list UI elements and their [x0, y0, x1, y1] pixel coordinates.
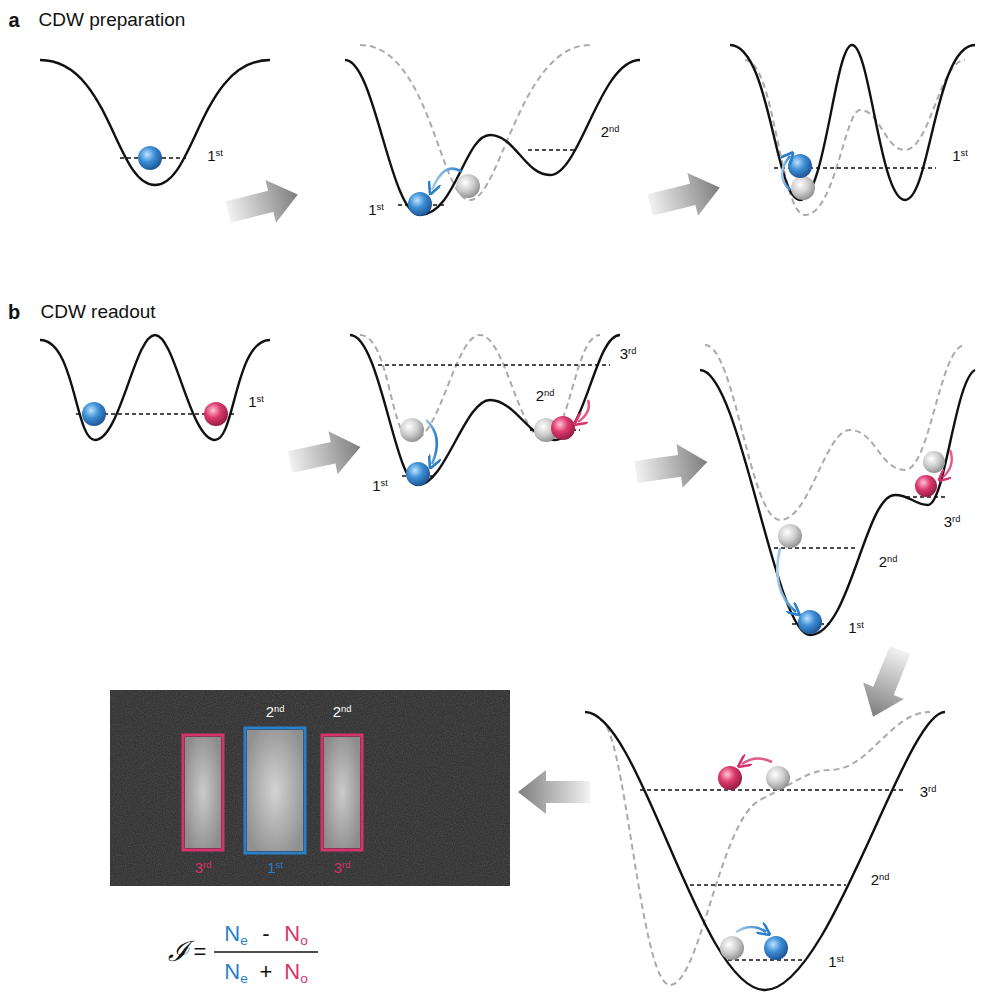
- level-label: 2nd: [536, 388, 555, 405]
- panel-letter: b: [8, 301, 20, 323]
- panel-letter: a: [8, 9, 19, 31]
- level-label: 2nd: [601, 124, 620, 141]
- image-label: 2nd: [266, 704, 285, 721]
- level-label: 1st: [952, 148, 968, 165]
- tilted-double-well: [345, 45, 640, 216]
- level-label: 3rd: [920, 784, 937, 801]
- step-arrow: [633, 440, 710, 494]
- image-label: 1st: [267, 860, 283, 877]
- level-label: 1st: [828, 954, 844, 971]
- level-label: 3rd: [944, 514, 961, 531]
- image-label: 3rd: [195, 860, 212, 877]
- formula-sign: +: [260, 960, 273, 984]
- image-label: 3rd: [334, 860, 351, 877]
- level-label: 1st: [848, 620, 864, 637]
- step-arrow: [853, 642, 921, 725]
- level-label: 3rd: [620, 346, 637, 363]
- tilted-double-well: [350, 335, 620, 486]
- panel-heading: CDW preparation: [39, 10, 186, 31]
- level-label: 2nd: [879, 554, 898, 571]
- fraction-bar: [214, 951, 318, 953]
- symmetric-double-well: [40, 335, 270, 440]
- step-arrow: [645, 166, 726, 226]
- formula-count: Ne: [224, 960, 247, 984]
- panel-heading: CDW readout: [40, 302, 155, 323]
- step-arrow: [518, 770, 590, 814]
- level-label: 1st: [207, 148, 223, 165]
- single-well: [40, 60, 270, 185]
- symmetric-double-well: [730, 45, 975, 215]
- formula-count: No: [284, 960, 307, 984]
- step-arrow: [285, 426, 365, 484]
- level-label: 2nd: [871, 872, 890, 889]
- formula-sign: =: [194, 940, 207, 964]
- level-label: 1st: [372, 478, 388, 495]
- image-label: 2nd: [333, 704, 352, 721]
- absorption-image: [110, 690, 510, 886]
- level-label: 1st: [368, 202, 384, 219]
- single-deep-well: [585, 712, 945, 990]
- step-arrow: [223, 173, 304, 233]
- level-label: 1st: [248, 394, 264, 411]
- deep-tilted-well: [700, 345, 975, 635]
- formula-count: No: [284, 922, 307, 946]
- formula-symbol: ℐ: [168, 937, 189, 968]
- formula-count: Ne: [224, 922, 247, 946]
- formula-sign: -: [262, 922, 269, 946]
